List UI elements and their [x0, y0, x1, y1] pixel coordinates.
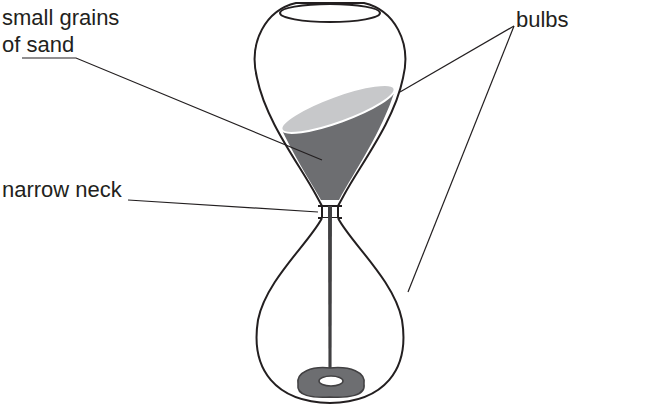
sand-stream [328, 206, 332, 380]
leader-line [408, 26, 514, 292]
upper-bulb [255, 3, 406, 206]
leader-line [22, 58, 322, 160]
leader-line [128, 200, 318, 212]
part-label: bulbs [516, 6, 616, 33]
sand-pile [298, 368, 364, 398]
leader-line [400, 26, 514, 92]
part-label: narrow neck [2, 176, 142, 203]
pile-hollow [319, 376, 343, 386]
sand-surface [277, 76, 399, 141]
part-label: small grains of sand [2, 4, 137, 58]
bulb-rim [280, 4, 380, 22]
